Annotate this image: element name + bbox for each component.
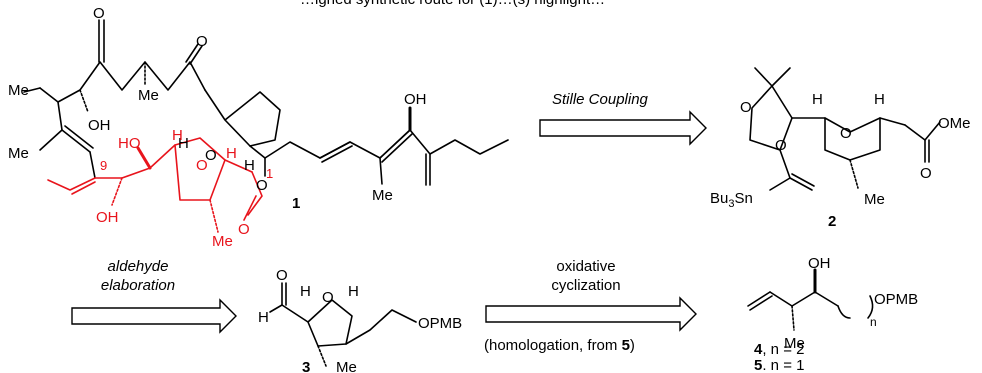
molecule-1 — [23, 19, 509, 186]
header-text: …igned synthetic route for (1)…(s) highl… — [300, 0, 605, 8]
label-me: Me — [336, 359, 357, 373]
label-o-carbonyl: O — [920, 165, 932, 182]
label-o: O — [196, 33, 208, 50]
label-oh: OH — [808, 255, 831, 272]
label-o: O — [840, 125, 852, 142]
label-h: H — [348, 283, 359, 300]
label-opmb: OPMB — [418, 315, 462, 332]
molecule-3-labels: O H H O H OPMB Me 3 — [258, 267, 462, 373]
molecule-1-highlight — [47, 137, 263, 233]
label-opmb: OPMB — [874, 291, 918, 308]
label-o: O — [196, 157, 208, 174]
retro-arrow-cyclization: oxidative cyclization (homologation, fro… — [484, 258, 697, 354]
compound-number-2: 2 — [828, 213, 836, 230]
arrow-label-line2: elaboration — [101, 277, 175, 294]
arrow-label-line2: cyclization — [551, 277, 620, 294]
label-o: O — [276, 267, 288, 284]
label-n: n — [870, 315, 877, 329]
label-ome: OMe — [938, 115, 971, 132]
label-c9: 9 — [100, 158, 107, 173]
retro-arrow-stille: Stille Coupling — [539, 91, 707, 146]
label-h: H — [300, 283, 311, 300]
legend-4: 4, n = 2 — [754, 341, 804, 358]
molecule-4-5 — [747, 268, 874, 331]
label-h: H — [172, 127, 183, 144]
label-h: H — [226, 145, 237, 162]
molecule-4-5-labels: OH OPMB Me n 4, n = 2 5. n = 1 — [754, 255, 918, 373]
legend-5: 5. n = 1 — [754, 357, 804, 373]
label-o-carbonyl: O — [238, 221, 250, 238]
label-me: Me — [212, 233, 233, 250]
molecule-2 — [749, 67, 941, 191]
label-oh: OH — [88, 117, 111, 134]
arrow-label-line1: oxidative — [556, 258, 615, 275]
label-me: Me — [784, 335, 805, 352]
arrow-label-stille: Stille Coupling — [552, 91, 649, 108]
label-h: H — [812, 91, 823, 108]
label-h: H — [244, 157, 255, 174]
label-oh: OH — [404, 91, 427, 108]
label-bu3sn: Bu3Sn — [710, 190, 753, 210]
label-h: H — [258, 309, 269, 326]
molecule-3 — [269, 282, 417, 367]
label-me: Me — [372, 187, 393, 204]
label-oh: OH — [96, 209, 119, 226]
label-h: H — [874, 91, 885, 108]
label-o: O — [775, 137, 787, 154]
label-o: O — [256, 177, 268, 194]
label-o: O — [322, 289, 334, 306]
label-c1: 1 — [266, 166, 273, 181]
label-o: O — [205, 147, 217, 164]
label-me: Me — [138, 87, 159, 104]
label-o: O — [740, 99, 752, 116]
arrow-note: (homologation, from 5) — [484, 337, 635, 354]
compound-number-3: 3 — [302, 359, 310, 373]
label-ho: HO — [118, 135, 141, 152]
compound-number-1: 1 — [292, 195, 300, 212]
arrow-label-line1: aldehyde — [108, 258, 169, 275]
label-h: H — [178, 135, 189, 152]
label-me: Me — [864, 191, 885, 208]
label-me: Me — [8, 145, 29, 162]
molecule-2-labels: O O H O H OMe O Bu3Sn Me 2 — [710, 91, 971, 230]
label-me: Me — [8, 82, 29, 99]
retro-arrow-aldehyde: aldehyde elaboration — [71, 258, 237, 334]
molecule-1-labels: Me OH Me Me O O H O H O OH Me HO H O H O… — [8, 5, 427, 250]
label-o: O — [93, 5, 105, 22]
